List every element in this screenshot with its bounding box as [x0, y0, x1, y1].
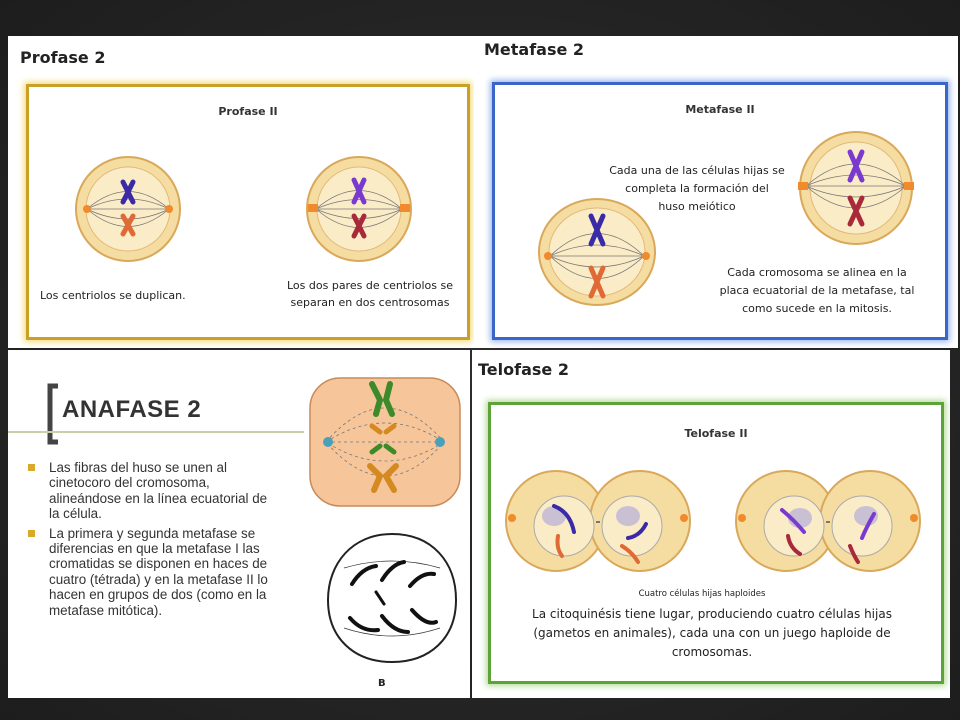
profase-caption-right-1: Los dos pares de centriolos se — [287, 279, 453, 292]
anafase-bullet-1: Las fibras del huso se unen al cinetocor… — [28, 460, 278, 522]
metafase-caption-top-3: huso meiótico — [658, 200, 736, 213]
metafase-caption-bottom-2: placa ecuatorial de la metafase, tal — [719, 284, 915, 297]
anafase-bracket — [8, 383, 304, 445]
telofase-heading: Telofase 2 — [478, 360, 569, 379]
anafase-bullet-2: La primera y segunda metafase se diferen… — [28, 526, 278, 618]
profase-caption-left: Los centriolos se duplican. — [40, 289, 186, 302]
metafase-caption-top-1: Cada una de las células hijas se — [609, 164, 785, 177]
bullet-square-icon — [28, 529, 35, 537]
profase-cell-left — [75, 156, 181, 262]
telofase-panel: Telofase 2 Telofase II Cuatro células hi… — [472, 350, 950, 698]
anafase-cell-line-drawing — [326, 532, 458, 664]
anafase-bullet-list: Las fibras del huso se unen al cinetocor… — [28, 460, 278, 622]
metafase-caption-bottom-1: Cada cromosoma se alinea en la — [727, 266, 907, 279]
telofase-cells-right — [735, 470, 921, 572]
telofase-caption-3: cromosomas. — [671, 645, 753, 659]
metafase-caption-bottom-3: como sucede en la mitosis. — [742, 302, 892, 315]
telofase-caption-1: La citoquinésis tiene lugar, produciendo… — [532, 607, 892, 621]
bullet-square-icon — [28, 464, 35, 471]
anafase-cell-colored — [309, 377, 461, 507]
metafase-box-title: Metafase II — [685, 103, 755, 116]
profase-heading: Profase 2 — [20, 48, 106, 67]
metafase-heading: Metafase 2 — [484, 40, 585, 59]
telofase-caption-2: (gametos en animales), cada una con un j… — [533, 626, 891, 640]
anafase-figure-label: B — [378, 678, 386, 689]
anafase-heading: ANAFASE 2 — [62, 396, 202, 423]
metafase-panel: Metafase 2 Metafase II Cada una de las c… — [474, 36, 958, 348]
metafase-cell-right — [798, 131, 914, 245]
profase-cell-right — [306, 156, 412, 262]
profase-box-title: Profase II — [218, 105, 278, 118]
telofase-box-title: Telofase II — [684, 427, 748, 440]
metafase-cell-left — [538, 198, 656, 306]
profase-panel: Profase 2 Profase II Los centriolos se d… — [8, 36, 480, 348]
metafase-caption-top-2: completa la formación del — [625, 182, 769, 195]
telofase-cells-left — [505, 470, 691, 572]
telofase-figure-caption: Cuatro células hijas haploides — [638, 589, 766, 599]
profase-caption-right-2: separan en dos centrosomas — [290, 296, 450, 309]
